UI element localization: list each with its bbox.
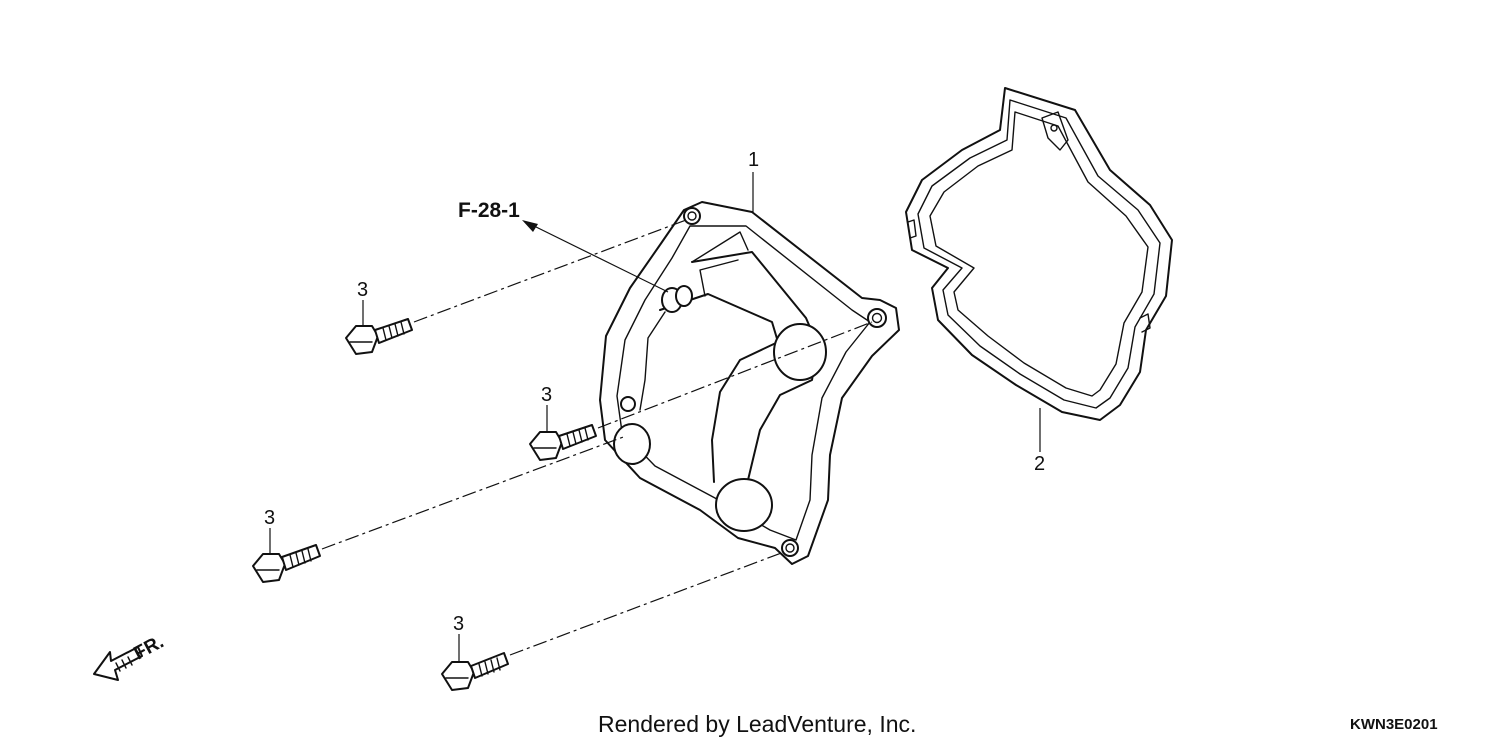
front-direction-arrow-icon	[93, 646, 143, 681]
render-credit: Rendered by LeadVenture, Inc.	[598, 711, 917, 737]
assembly-lines	[321, 219, 873, 656]
callout-part-1: 1	[748, 149, 759, 171]
flange-bolt-top[interactable]	[345, 318, 413, 355]
cover-gasket[interactable]	[905, 87, 1173, 421]
callout-part-3-top: 3	[357, 279, 368, 301]
flange-bolt-middle[interactable]	[529, 424, 597, 461]
flange-bolt-left[interactable]	[252, 544, 321, 583]
leader-lines	[269, 172, 1041, 662]
cylinder-head-cover[interactable]	[599, 201, 900, 565]
reference-link-f-28-1[interactable]: F-28-1	[458, 199, 520, 222]
reference-arrowhead	[522, 220, 538, 232]
callout-part-2: 2	[1034, 453, 1045, 475]
callout-part-3-middle: 3	[541, 384, 552, 406]
drawing-code: KWN3E0201	[1350, 716, 1438, 733]
flange-bolt-bottom[interactable]	[441, 652, 509, 691]
callout-part-3-left: 3	[264, 507, 275, 529]
callout-part-3-bottom: 3	[453, 613, 464, 635]
